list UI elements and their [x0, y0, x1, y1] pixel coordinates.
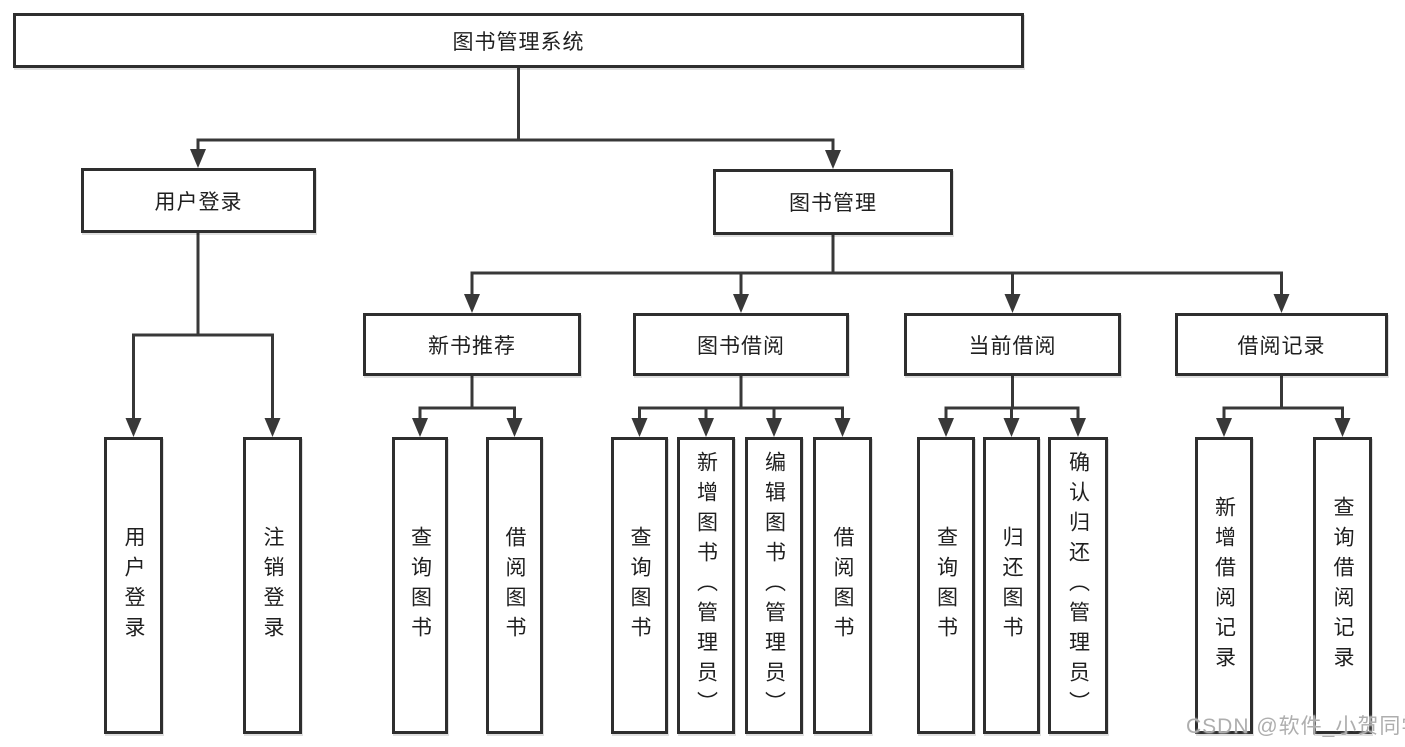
node-label: 确认归还（管理员） — [1066, 450, 1090, 721]
node-label: 借阅图书 — [503, 525, 527, 646]
node-leaf-add-borrow-record: 新增借阅记录 — [1195, 437, 1253, 734]
node-leaf-confirm-return-admin: 确认归还（管理员） — [1048, 437, 1108, 734]
connector-borrow-record-branch — [1216, 376, 1351, 437]
node-label: 借阅记录 — [1237, 334, 1326, 358]
connector-new-book-branch — [412, 376, 523, 437]
node-label: 编辑图书（管理员） — [762, 450, 786, 721]
node-label: 归还图书 — [1000, 525, 1024, 646]
node-label: 图书管理 — [789, 192, 877, 215]
node-root-system: 图书管理系统 — [13, 13, 1024, 68]
connector-user-login-branch — [125, 233, 281, 437]
node-leaf-query-book-2: 查询图书 — [611, 437, 668, 734]
node-leaf-query-book-3: 查询图书 — [917, 437, 975, 734]
connector-book-borrow-branch — [631, 376, 851, 437]
node-label: 查询图书 — [628, 525, 652, 646]
node-user-login-module: 用户登录 — [81, 168, 316, 233]
node-leaf-add-book-admin: 新增图书（管理员） — [677, 437, 735, 734]
node-label: 图书管理系统 — [452, 30, 585, 54]
node-leaf-query-borrow-record: 查询借阅记录 — [1313, 437, 1372, 734]
node-label: 查询借阅记录 — [1331, 495, 1355, 676]
node-leaf-edit-book-admin: 编辑图书（管理员） — [745, 437, 803, 734]
node-label: 用户登录 — [122, 525, 146, 646]
node-label: 新增借阅记录 — [1212, 495, 1236, 676]
node-label: 注销登录 — [261, 525, 285, 646]
node-leaf-logout: 注销登录 — [243, 437, 302, 734]
node-label: 查询图书 — [408, 525, 432, 646]
node-book-management-module: 图书管理 — [713, 169, 953, 235]
node-borrow-record: 借阅记录 — [1175, 313, 1388, 376]
node-book-borrow: 图书借阅 — [633, 313, 849, 376]
node-leaf-query-book-1: 查询图书 — [392, 437, 448, 734]
node-label: 图书借阅 — [697, 334, 785, 358]
node-label: 新增图书（管理员） — [694, 450, 718, 721]
node-new-book-recommend: 新书推荐 — [363, 313, 581, 376]
node-label: 当前借阅 — [968, 334, 1057, 358]
node-current-borrow: 当前借阅 — [904, 313, 1121, 376]
node-label: 用户登录 — [154, 190, 243, 214]
node-leaf-borrow-book-2: 借阅图书 — [813, 437, 872, 734]
connector-book-management-branch — [464, 235, 1290, 313]
node-leaf-user-login: 用户登录 — [104, 437, 163, 734]
csdn-watermark: CSDN @软件_小贺同学 — [1186, 715, 1405, 738]
connector-current-borrow-branch — [938, 376, 1086, 437]
node-label: 新书推荐 — [428, 334, 516, 358]
node-leaf-borrow-book-1: 借阅图书 — [486, 437, 543, 734]
node-label: 查询图书 — [934, 525, 958, 646]
node-label: 借阅图书 — [831, 525, 855, 646]
connector-root-to-level2 — [190, 68, 841, 169]
node-leaf-return-book: 归还图书 — [983, 437, 1040, 734]
